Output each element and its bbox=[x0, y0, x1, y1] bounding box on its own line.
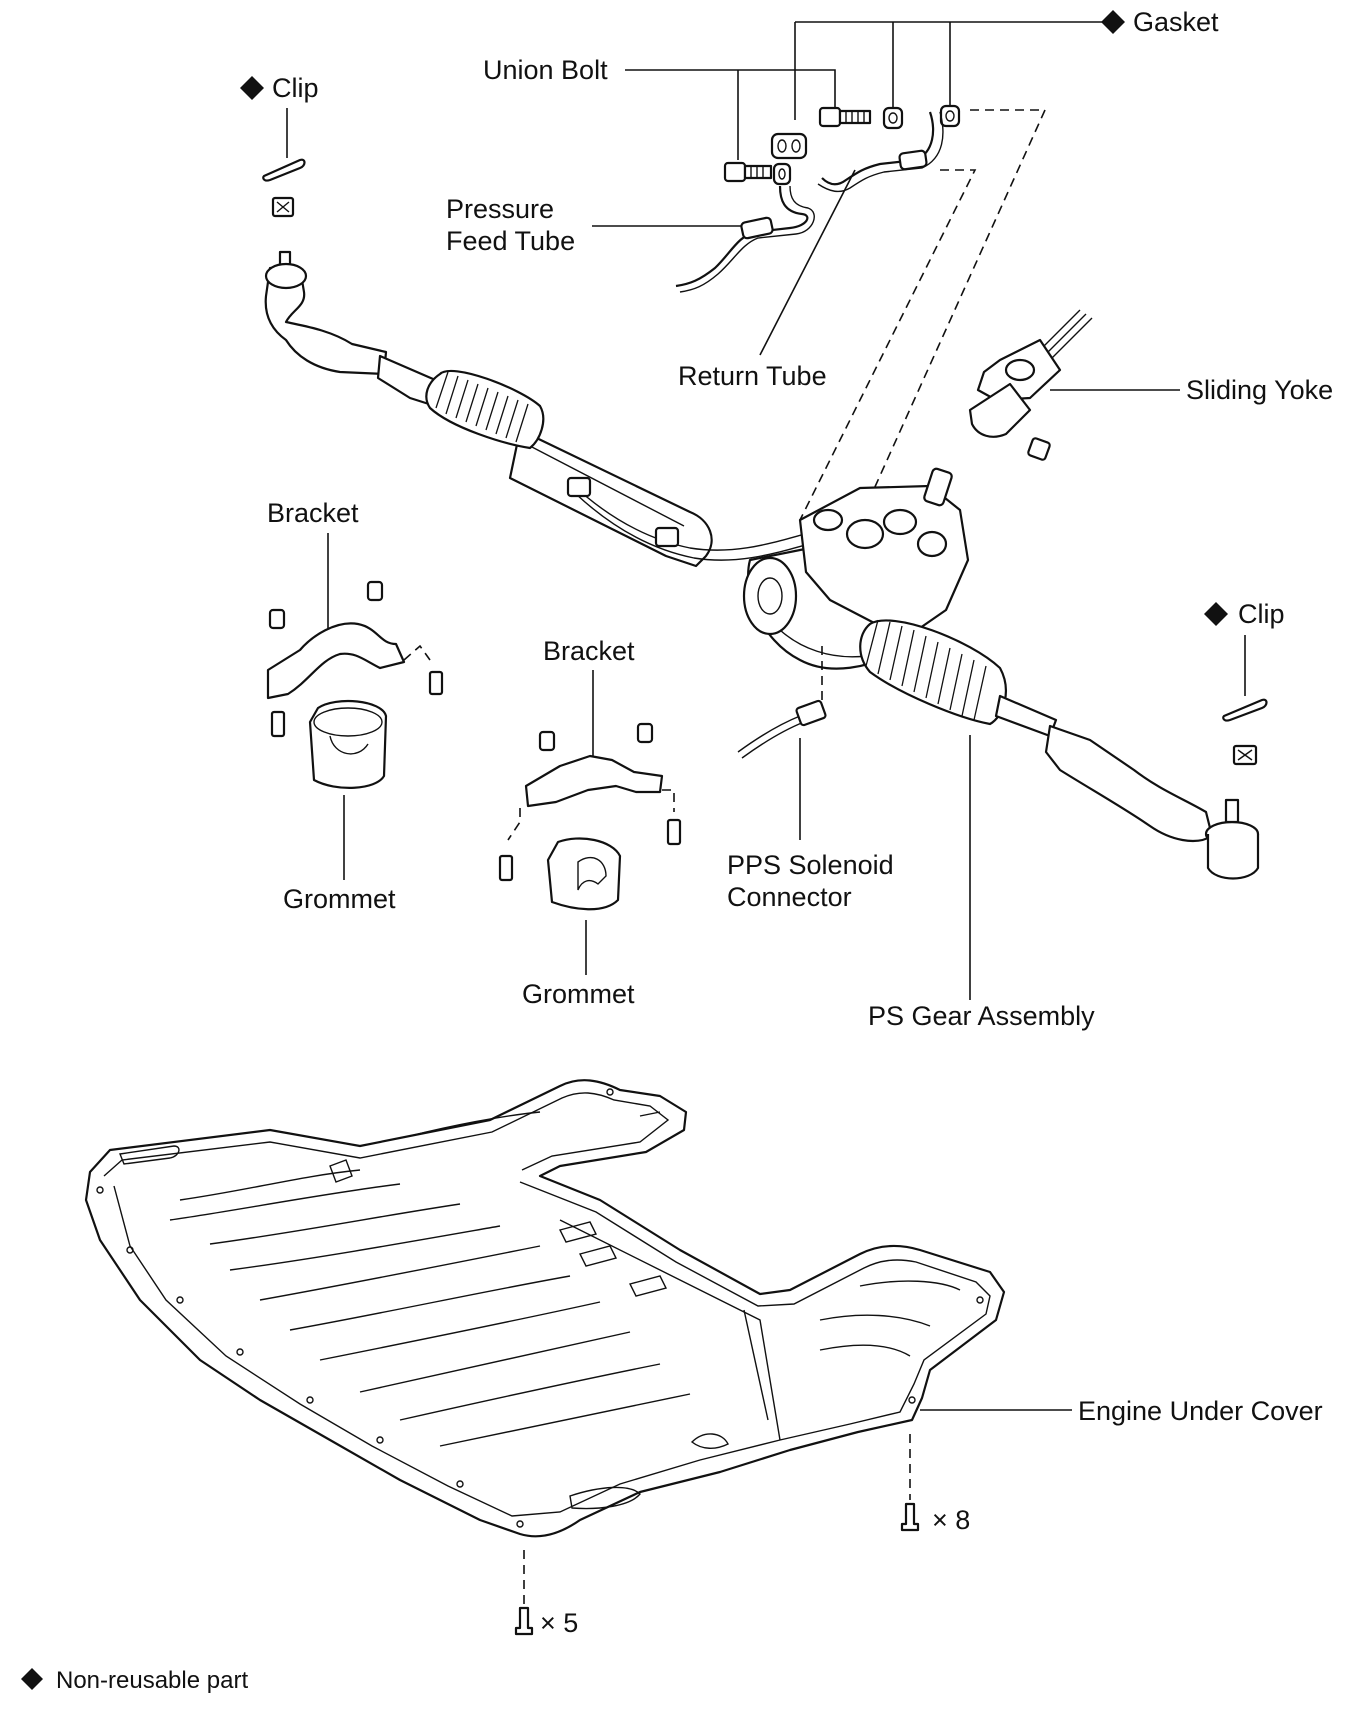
diamond-icon bbox=[21, 1668, 43, 1690]
sliding-yoke-icon bbox=[968, 309, 1093, 461]
gasket-non-reusable-icon bbox=[1101, 10, 1125, 34]
clip-right-non-reusable-icon bbox=[1204, 602, 1228, 626]
grommet-center-icon bbox=[546, 837, 622, 911]
union-bolt-icon bbox=[723, 106, 872, 183]
non-reusable-legend: Non-reusable part bbox=[21, 1667, 248, 1694]
grommet-center-label: Grommet bbox=[522, 979, 635, 1009]
pps-connector-icon bbox=[737, 646, 827, 759]
pps-label-line2: Connector bbox=[727, 882, 852, 912]
gasket-leader-lines bbox=[794, 21, 1105, 120]
clip-left-label: Clip bbox=[272, 73, 319, 103]
gasket-washer-icons bbox=[770, 104, 961, 186]
cover-bolt-left-icon bbox=[514, 1550, 534, 1636]
pressure-feed-label-line1: Pressure bbox=[446, 194, 554, 224]
cover-bolt-right-icon bbox=[900, 1434, 920, 1532]
return-tube-icon bbox=[817, 111, 944, 193]
union-bolt-leader bbox=[625, 69, 836, 160]
bracket-center-label: Bracket bbox=[543, 636, 635, 666]
gasket-label: Gasket bbox=[1133, 7, 1219, 37]
gear-housing-valve-icon bbox=[742, 467, 970, 670]
ps-gear-label: PS Gear Assembly bbox=[868, 1001, 1095, 1031]
grommet-left-label: Grommet bbox=[283, 884, 396, 914]
grommet-left-icon bbox=[308, 699, 388, 789]
pps-label-line1: PPS Solenoid bbox=[727, 850, 894, 880]
qty-left-label: × 5 bbox=[540, 1608, 578, 1638]
pressure-feed-tube-icon bbox=[675, 185, 815, 293]
union-bolt-label: Union Bolt bbox=[483, 55, 608, 85]
feed-lines-on-rack-icon bbox=[566, 476, 825, 561]
engine-under-cover-label: Engine Under Cover bbox=[1078, 1396, 1323, 1426]
bracket-left-label: Bracket bbox=[267, 498, 359, 528]
pressure-feed-label-line2: Feed Tube bbox=[446, 226, 575, 256]
right-tie-rod-end-icon bbox=[994, 694, 1260, 880]
left-tie-rod-end-icon bbox=[264, 250, 388, 376]
left-bellows-boot-icon bbox=[425, 369, 545, 450]
return-tube-label: Return Tube bbox=[678, 361, 827, 391]
engine-under-cover-icon bbox=[84, 1079, 1006, 1538]
bracket-left-icon bbox=[266, 580, 444, 738]
clip-left-non-reusable-icon bbox=[240, 76, 264, 100]
right-bellows-boot-icon bbox=[859, 619, 1007, 726]
clip-left-icon bbox=[262, 158, 306, 218]
legend-text: Non-reusable part bbox=[56, 1667, 248, 1694]
clip-right-label: Clip bbox=[1238, 599, 1285, 629]
alignment-dash-lines bbox=[799, 109, 1047, 521]
qty-right-label: × 8 bbox=[932, 1505, 970, 1535]
clip-right-icon bbox=[1222, 698, 1268, 766]
bracket-center-icon bbox=[498, 722, 682, 882]
sliding-yoke-label: Sliding Yoke bbox=[1186, 375, 1333, 405]
